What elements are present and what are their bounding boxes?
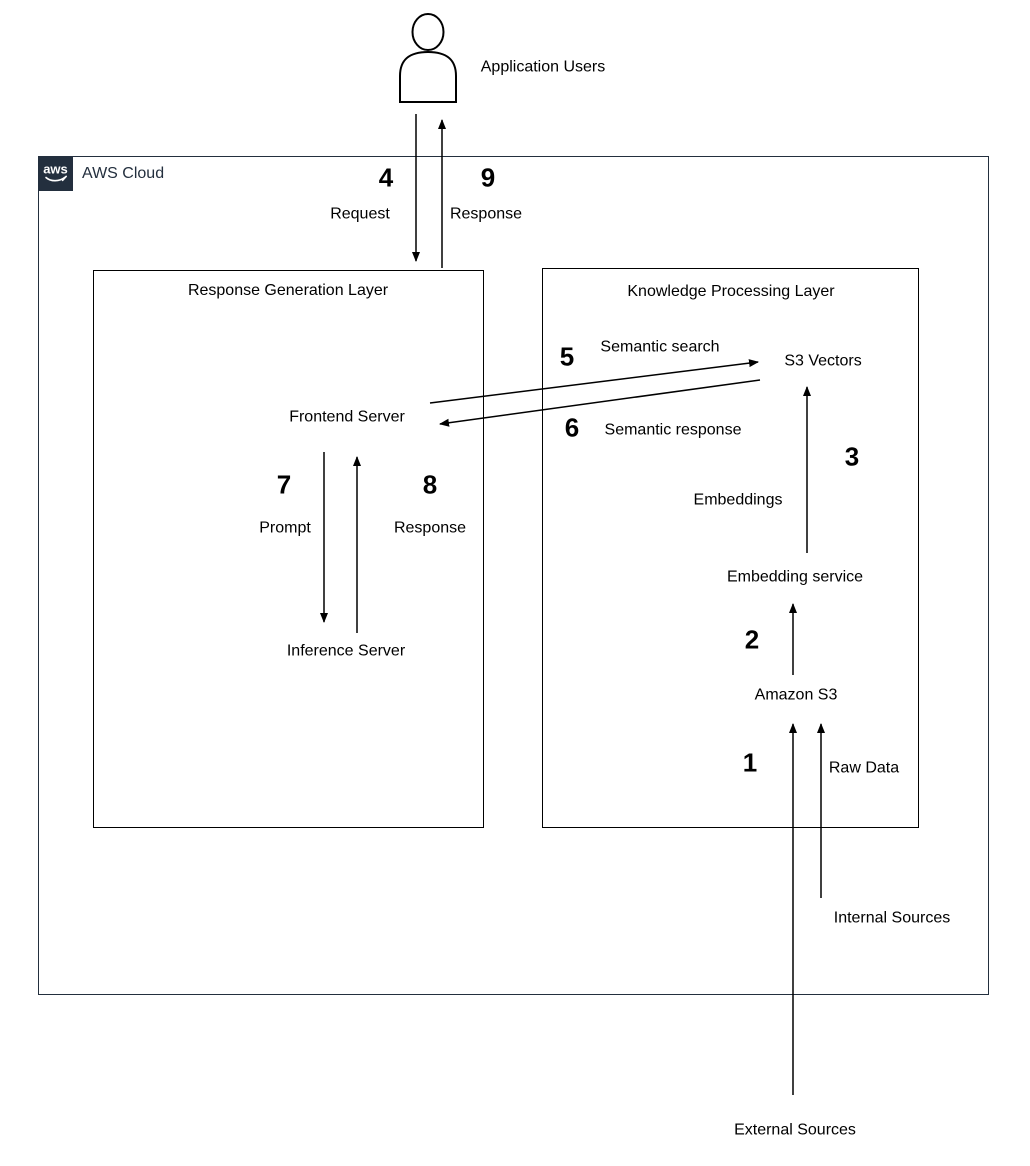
edge-label-raw-data: Raw Data — [826, 758, 902, 778]
node-s3-vectors: S3 Vectors — [782, 351, 864, 371]
knowledge-processing-layer-box — [542, 268, 919, 828]
response-generation-layer-box — [93, 270, 484, 828]
step-number-7: 7 — [276, 469, 292, 500]
application-users-label: Application Users — [480, 58, 606, 76]
application-users-icon — [397, 12, 459, 109]
edge-label-user-response: Response — [447, 204, 525, 224]
edge-label-inference-response: Response — [391, 518, 469, 538]
node-inference-server: Inference Server — [284, 641, 408, 661]
node-internal-sources: Internal Sources — [831, 908, 953, 928]
step-number-6: 6 — [564, 412, 580, 443]
aws-cloud-boundary — [38, 156, 989, 995]
edge-label-semantic-response: Semantic response — [602, 420, 744, 440]
step-number-4: 4 — [378, 162, 394, 193]
aws-logo-glyph: aws — [43, 162, 68, 182]
person-icon — [399, 13, 457, 103]
edge-label-semantic-search: Semantic search — [598, 337, 722, 357]
step-number-2: 2 — [744, 624, 760, 655]
step-number-1: 1 — [742, 747, 758, 778]
node-external-sources: External Sources — [732, 1120, 858, 1140]
edge-label-prompt: Prompt — [257, 518, 313, 538]
node-embedding-service: Embedding service — [724, 567, 866, 587]
node-frontend-server: Frontend Server — [287, 407, 407, 427]
step-number-3: 3 — [844, 441, 860, 472]
step-number-9: 9 — [480, 162, 496, 193]
aws-cloud-label: AWS Cloud — [82, 165, 165, 182]
response-generation-layer-title: Response Generation Layer — [187, 282, 389, 299]
step-number-8: 8 — [422, 469, 438, 500]
edge-label-embeddings: Embeddings — [691, 490, 785, 510]
aws-logo-text: aws — [43, 162, 68, 177]
edge-label-request: Request — [328, 204, 392, 224]
step-number-5: 5 — [559, 341, 575, 372]
knowledge-processing-layer-title: Knowledge Processing Layer — [627, 283, 835, 300]
node-amazon-s3: Amazon S3 — [752, 685, 840, 705]
aws-logo-icon: aws — [38, 156, 73, 191]
